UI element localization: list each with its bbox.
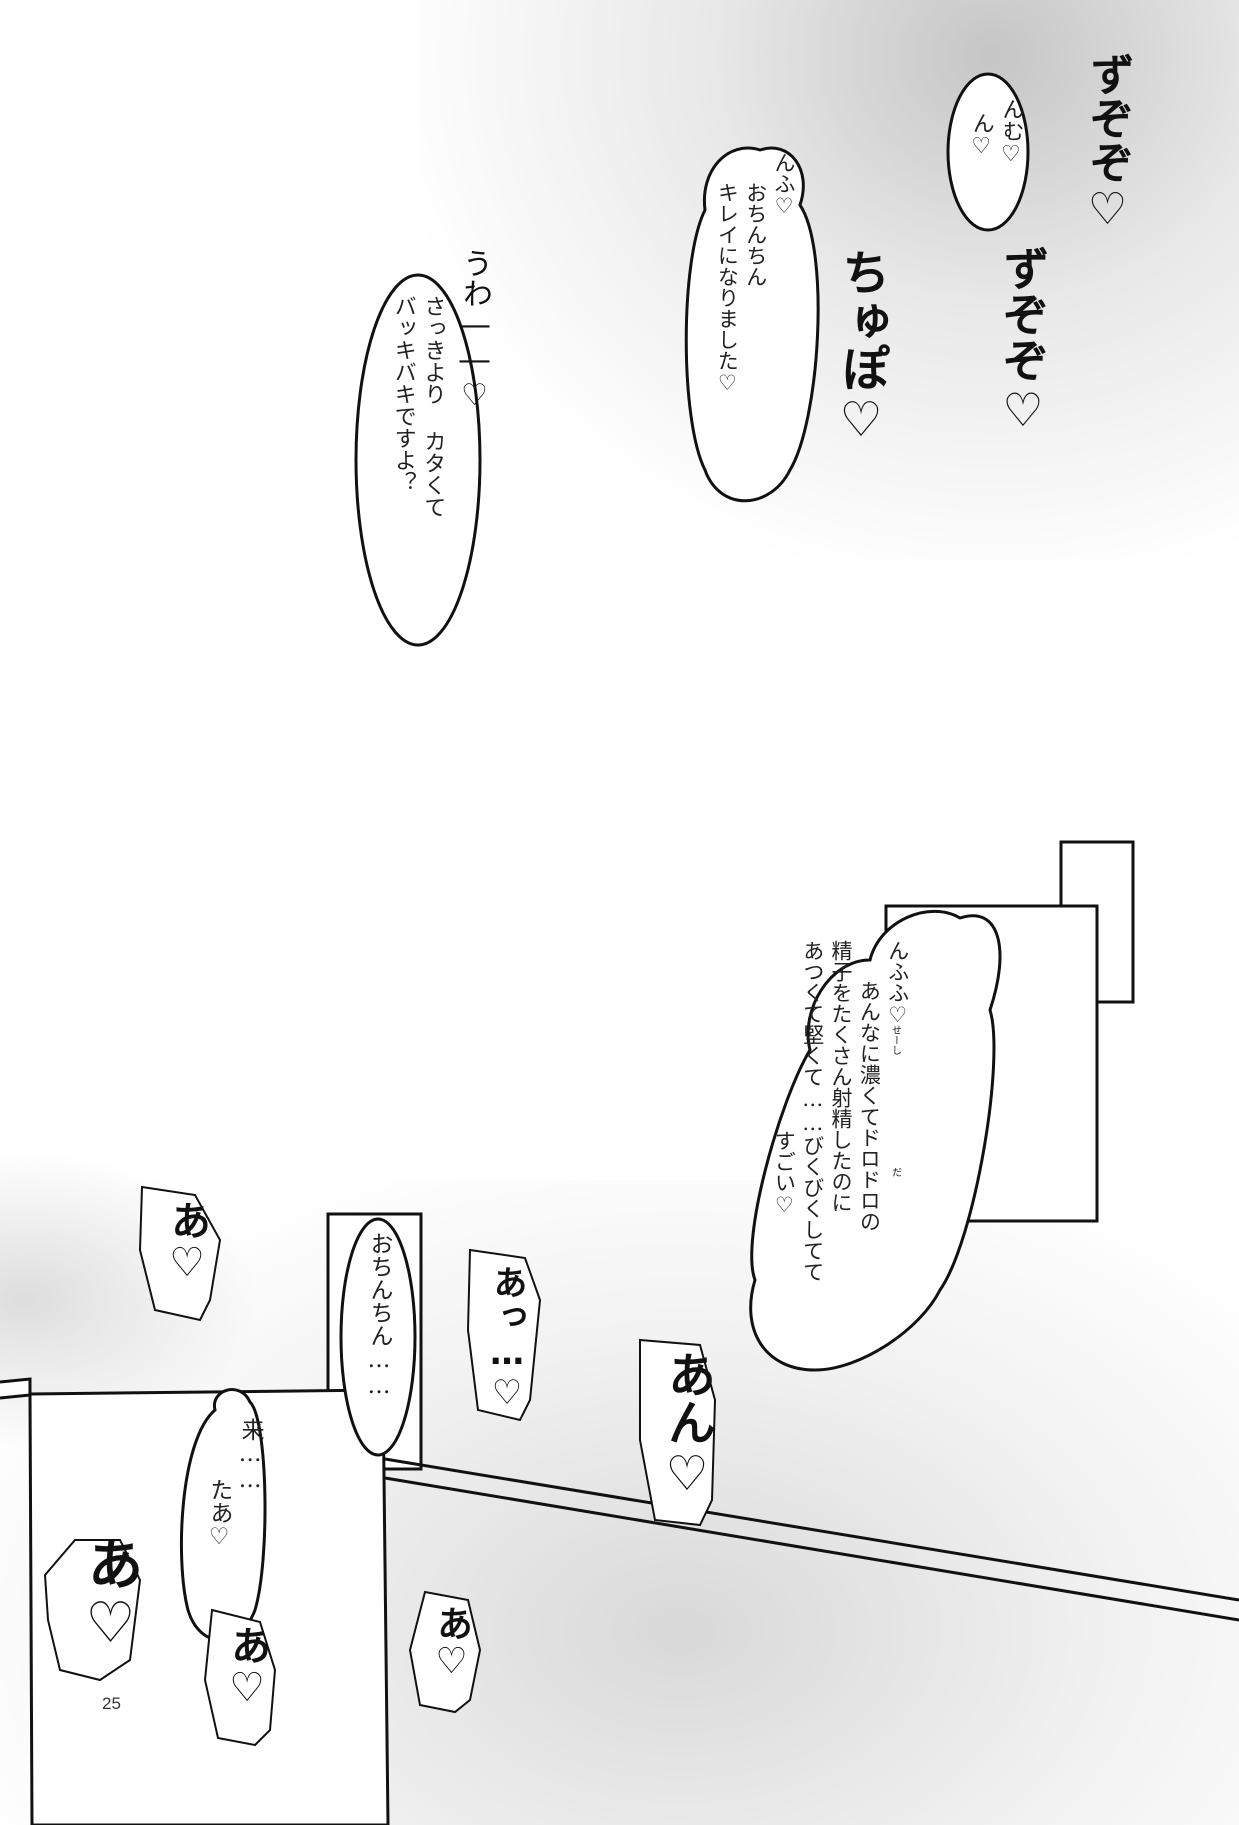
sfx-frame-an [639,1338,717,1527]
bubble-nfu-outline [684,146,820,503]
bubble-nfu-line2: おちんちん [743,182,768,287]
bubble-sugoi-line4: あつくて堅くて……びくびくしてて [800,940,825,1282]
bubble-nfu-line3: キレイになりました♡ [715,182,740,395]
bubble-nfu-line1: んふ♡ [772,152,797,218]
bubble-nmu-line1: んむ♡ [998,98,1024,167]
sfx-frame-a4 [203,1608,277,1747]
sfx-frame-a1 [138,1185,222,1322]
bubble-nmu-line2: ん♡ [968,112,994,159]
bubble-nmu-outline [946,72,1030,232]
bubble-ochinchin-outline [339,1217,417,1457]
screentone-top [420,0,1239,560]
bubble-kita-outline [179,1388,267,1642]
furigana-seishi: せーし [889,1025,901,1055]
bubble-sugoi-line1: んふふ♡ [885,940,910,1027]
bubble-ochinchin-line1: おちんちん…… [366,1232,393,1399]
bubble-sugoi-outline [749,909,1002,1372]
bubble-kita-line2: たあ♡ [206,1478,233,1550]
bubble-hard: さっきより カタくて バッキバキですよ？ [388,295,447,518]
sfx-frame-a3 [408,1590,482,1714]
bubble-sugoi-line2: あんなに濃くてドロドロの [857,980,882,1232]
sfx-a-3: あ♡ [431,1605,472,1682]
bubble-nmu: んむ♡ ん♡ [966,98,1025,167]
sfx-a-5: あ♡ [78,1535,143,1656]
sfx-chupo: ちゅぽ♡ [833,248,889,448]
page-number: 25 [102,1694,121,1713]
sfx-zuzzu-1: ずぞぞ♡ [1082,52,1133,235]
bubble-ochinchin: おちんちん…… [363,1232,394,1399]
diagonal-line-right [384,1457,1239,1622]
bubble-nfu-clean: んふ♡ おちんちん キレイになりました♡ [713,152,798,395]
sfx-a-4: あ♡ [224,1625,270,1711]
bubble-hard-line1: さっきより カタくて [420,295,446,518]
bubble-sugoi-line5: すごい♡ [772,1130,797,1217]
bubble-sugoi: んふふ♡ あんなに濃くてドロドロの 精子をたくさん射精したのに あつくて堅くて…… [770,940,912,1282]
sfx-an: あん♡ [659,1350,715,1502]
bubble-hard-outline [354,273,482,647]
sfx-a-1: あ♡ [164,1200,210,1286]
sfx-frame-a5 [43,1539,142,1682]
diagonal-line-left [0,1377,32,1400]
sfx-a-2: あっ…♡ [487,1265,527,1413]
sfx-uwa: うわ――♡ [457,248,492,413]
bubble-hard-line2: バッキバキですよ？ [390,295,416,493]
sfx-frame-a2 [466,1248,542,1422]
bubble-kita: 来…… たあ♡ [203,1418,265,1550]
bubble-sugoi-line3: 精子をたくさん射精したのに [829,940,854,1213]
furigana-da: だ [889,1167,901,1177]
sfx-zuzzu-2: ずぞぞ♡ [996,245,1050,437]
bubble-kita-line1: 来…… [237,1418,264,1493]
